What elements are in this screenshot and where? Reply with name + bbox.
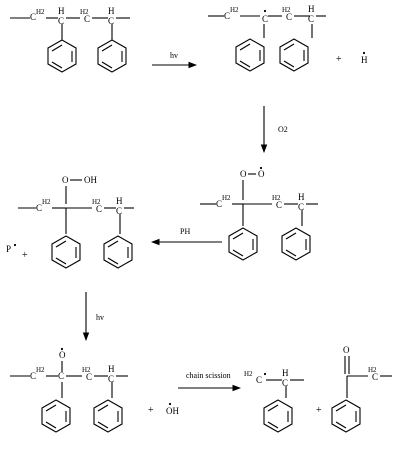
radical-dot bbox=[13, 243, 17, 247]
ch2-sub: H2 bbox=[36, 8, 45, 16]
benzene-ring bbox=[228, 227, 258, 261]
oxygen: O bbox=[62, 175, 69, 185]
benzene-ring bbox=[47, 39, 77, 73]
ch2-sub: H2 bbox=[222, 194, 231, 202]
plus-sign: + bbox=[336, 54, 342, 65]
ch2-label: C bbox=[96, 204, 102, 214]
plus-sign: + bbox=[316, 405, 322, 416]
ch2-label: C bbox=[84, 14, 90, 24]
ch-h: H bbox=[282, 368, 289, 378]
polystyryl-radical: C H2 C H2 C H C bbox=[208, 4, 326, 72]
radical-dot bbox=[259, 166, 263, 170]
ch2-sub: H2 bbox=[230, 6, 239, 14]
carbonyl-oxygen: O bbox=[343, 345, 350, 355]
ch2-label: C bbox=[276, 200, 282, 210]
polystyrene-chain: C H2 H C H2 C H C bbox=[10, 6, 130, 73]
benzene-ring bbox=[281, 227, 311, 261]
radical-carbon: C bbox=[262, 14, 268, 24]
ch-c: C bbox=[108, 16, 114, 26]
benzene-ring bbox=[41, 399, 71, 433]
arrow-label-hv: hv bbox=[96, 313, 104, 322]
arrow-label-chain-scission: chain scission bbox=[186, 371, 231, 380]
arrow-label-o2: O2 bbox=[278, 125, 288, 134]
polymer-radical: P bbox=[6, 244, 11, 254]
ch-c: C bbox=[58, 16, 64, 26]
benzene-ring bbox=[103, 235, 133, 269]
ch2-label: C bbox=[286, 12, 292, 22]
radical-dot bbox=[263, 372, 267, 376]
hydrogen-radical: H bbox=[361, 55, 368, 65]
oxygen: O bbox=[240, 169, 247, 179]
benzene-ring bbox=[331, 399, 361, 433]
ch2-sub: H2 bbox=[82, 366, 91, 374]
ch-c: C bbox=[308, 14, 314, 24]
ch-c: C bbox=[108, 374, 114, 384]
ch-c: C bbox=[116, 206, 122, 216]
benzene-ring bbox=[263, 399, 293, 433]
ch2-label: C bbox=[372, 372, 378, 382]
plus-sign: + bbox=[148, 405, 154, 416]
ch-h: H bbox=[58, 6, 65, 16]
plus-sign: + bbox=[22, 250, 28, 261]
radical-carbon: C bbox=[256, 375, 262, 385]
ch2-sub: H2 bbox=[244, 370, 253, 378]
ch-h: H bbox=[298, 192, 305, 202]
ch2-label: C bbox=[30, 371, 36, 381]
ch2-label: C bbox=[224, 11, 230, 21]
benzene-ring bbox=[235, 38, 265, 72]
ch2-sub: H2 bbox=[36, 366, 45, 374]
ch2-sub: H2 bbox=[42, 198, 51, 206]
scission-product-radical: H2 C H C bbox=[244, 368, 304, 433]
hydroperoxide: O OH C H2 H2 C H C bbox=[18, 175, 134, 269]
arrow-label-ph: PH bbox=[180, 227, 190, 236]
ch2-sub: H2 bbox=[368, 366, 377, 374]
radical-dot bbox=[263, 9, 267, 13]
benzene-ring bbox=[97, 39, 127, 73]
benzene-ring bbox=[51, 235, 81, 269]
ch-h: H bbox=[108, 6, 115, 16]
peroxy-radical: O O C H2 H2 C H C bbox=[200, 166, 318, 261]
quaternary-carbon: C bbox=[58, 371, 64, 381]
hydroxyl: OH bbox=[84, 175, 97, 185]
benzene-ring bbox=[93, 399, 123, 433]
alkoxy-radical: O C H2 C H2 C H C bbox=[10, 347, 128, 433]
oxygen-radical: O bbox=[258, 169, 265, 179]
ch-c: C bbox=[282, 378, 288, 388]
ch-h: H bbox=[308, 4, 315, 14]
ch-h: H bbox=[116, 196, 123, 206]
radical-dot bbox=[60, 347, 64, 351]
ch2-sub: H2 bbox=[80, 8, 89, 16]
benzene-ring bbox=[279, 38, 309, 72]
arrow-label-hv: hv bbox=[170, 51, 178, 60]
ch2-label: C bbox=[36, 203, 42, 213]
ch2-label: C bbox=[216, 199, 222, 209]
ch2-sub: H2 bbox=[282, 6, 291, 14]
radical-dot bbox=[362, 51, 366, 55]
oxygen-radical: O bbox=[59, 350, 66, 360]
ch2-sub: H2 bbox=[272, 194, 281, 202]
ch-h: H bbox=[108, 364, 115, 374]
ch-c: C bbox=[298, 202, 304, 212]
ch2-label: C bbox=[86, 372, 92, 382]
radical-dot bbox=[168, 402, 172, 406]
ch2-label: C bbox=[30, 12, 36, 22]
hydroxyl-radical: OH bbox=[166, 406, 179, 416]
ch2-sub: H2 bbox=[92, 198, 101, 206]
scission-product-ketone: O H2 C bbox=[331, 345, 392, 433]
